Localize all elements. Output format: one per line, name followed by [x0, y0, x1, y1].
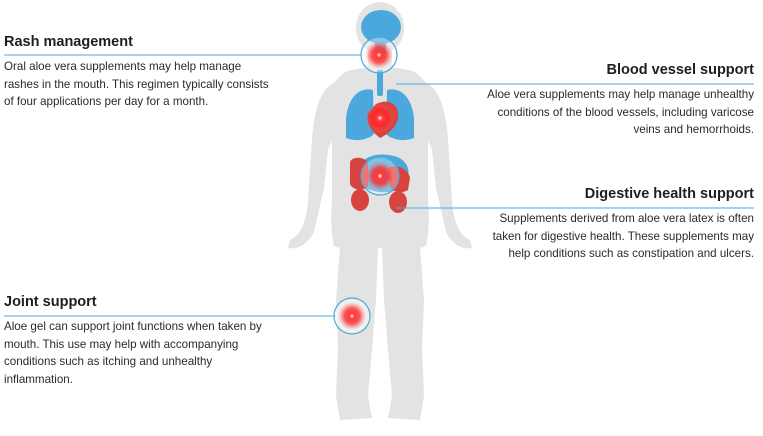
callout-title: Blood vessel support: [606, 62, 754, 78]
hotspot-heart: [365, 103, 395, 133]
callout-text: Supplements derived from aloe vera latex…: [492, 212, 754, 260]
leader-lines: [4, 54, 754, 317]
callout-title: Rash management: [4, 34, 133, 50]
callout-rash-management: Rash management Oral aloe vera supplemen…: [4, 33, 274, 111]
callout-text: Oral aloe vera supplements may help mana…: [4, 60, 269, 108]
hotspot-knee: [333, 297, 371, 335]
hotspot-throat: [360, 36, 398, 74]
callout-title: Joint support: [4, 294, 97, 310]
callout-joint-support: Joint support Aloe gel can support joint…: [4, 293, 274, 388]
callout-digestive-health-support: Digestive health support Supplements der…: [470, 185, 754, 263]
callout-blood-vessel-support: Blood vessel support Aloe vera supplemen…: [470, 61, 754, 139]
callout-text: Aloe vera supplements may help manage un…: [487, 88, 754, 136]
hotspot-stomach: [360, 156, 400, 196]
callout-title: Digestive health support: [584, 186, 754, 202]
callout-text: Aloe gel can support joint functions whe…: [4, 320, 262, 386]
